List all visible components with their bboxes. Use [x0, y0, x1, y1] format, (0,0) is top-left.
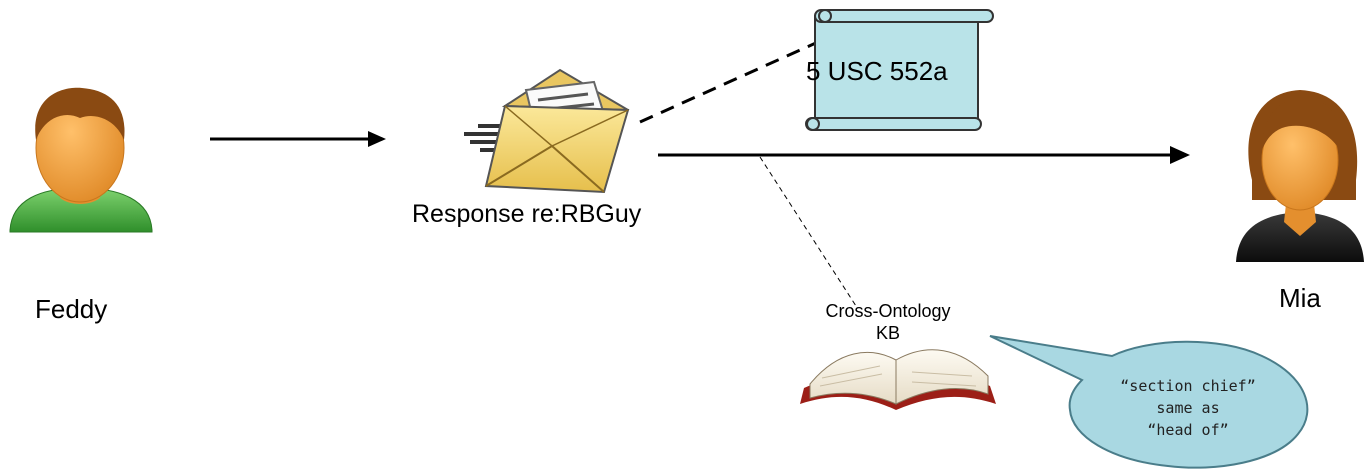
kb-label: Cross-Ontology KB	[808, 300, 968, 344]
arrow-message-to-mia	[658, 146, 1190, 164]
kb-label-line-1: Cross-Ontology	[825, 301, 951, 321]
callout-line-1: “section chief”	[1120, 377, 1256, 395]
scroll-icon	[805, 9, 994, 131]
callout-text: “section chief” same as “head of”	[1108, 375, 1268, 441]
kb-label-line-2: KB	[875, 323, 900, 343]
open-book-icon	[800, 349, 996, 410]
callout-line-3: “head of”	[1147, 421, 1229, 439]
callout-bubble	[989, 335, 1309, 469]
message-label: Response re:RBGuy	[412, 200, 642, 228]
dashed-link-to-kb	[759, 156, 857, 307]
recipient-name: Mia	[1279, 283, 1321, 313]
callout-line-2: same as	[1156, 399, 1220, 417]
envelope-icon	[464, 68, 630, 194]
sender-name: Feddy	[35, 294, 108, 324]
female-person-icon	[1236, 90, 1364, 262]
arrow-feddy-to-message	[210, 131, 386, 147]
regulation-label: 5 USC 552a	[806, 56, 948, 86]
male-person-icon	[9, 87, 153, 233]
dashed-link-to-regulation	[639, 40, 819, 124]
